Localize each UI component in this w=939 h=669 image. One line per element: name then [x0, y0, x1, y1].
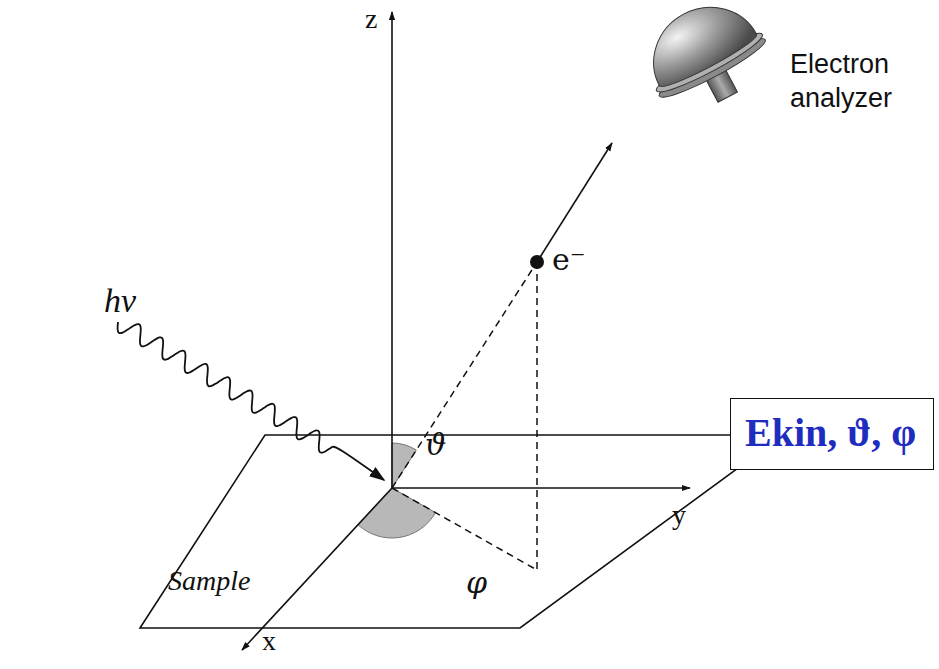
- electron-analyzer: [631, 0, 781, 125]
- projection-line: [536, 262, 538, 570]
- in-plane-projection: [392, 488, 537, 570]
- sample-plane: [140, 435, 783, 628]
- electron-label: e⁻: [552, 243, 586, 276]
- plane-label: Sample: [168, 566, 250, 597]
- axis-label: y: [672, 500, 686, 531]
- photon-label: hν: [104, 282, 136, 319]
- z-axis: [391, 12, 393, 488]
- axis-label: x: [262, 626, 276, 657]
- angle-label: φ: [466, 566, 487, 599]
- analyzer-label: Electron analyzer: [790, 48, 920, 116]
- parameter-text: Ekin, ϑ, φ: [745, 411, 919, 455]
- axis-label: z: [365, 4, 377, 35]
- theta-sector: [392, 443, 416, 488]
- emission-line: [392, 262, 537, 488]
- angle-label: ϑ: [425, 428, 446, 461]
- parameter-box: Ekin, ϑ, φ: [730, 398, 934, 470]
- y-axis: [392, 487, 690, 489]
- electron-dot: [530, 255, 544, 269]
- photon-wave: [118, 322, 384, 480]
